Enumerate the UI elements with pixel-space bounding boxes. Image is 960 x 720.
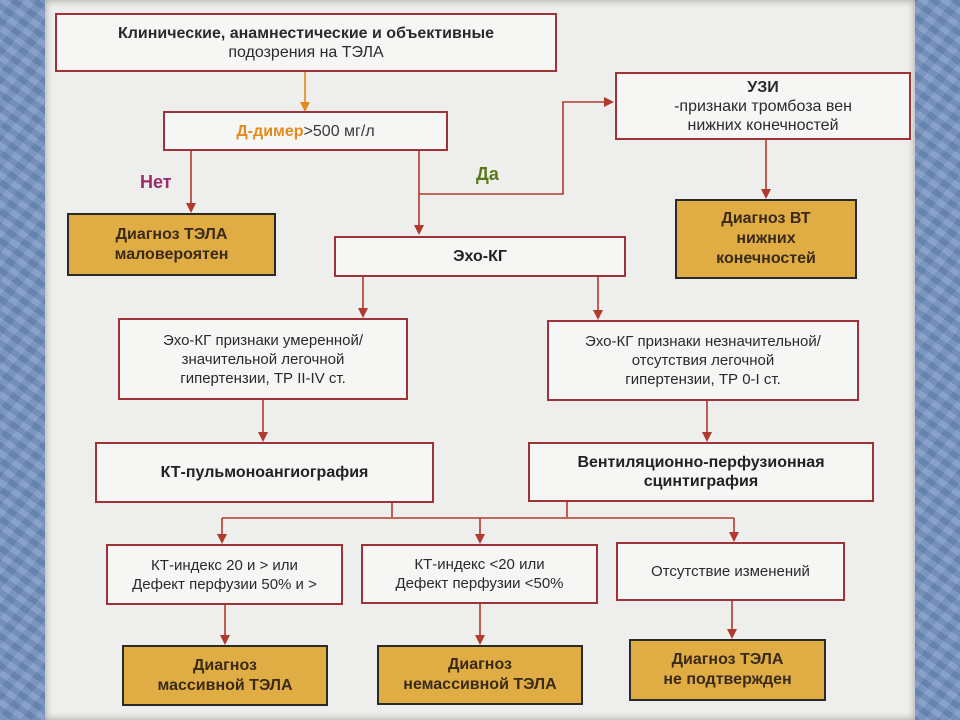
pe-unlikely-line2: маловероятен	[114, 245, 229, 263]
ct-angiography-label: КТ-пульмоноангиография	[160, 464, 369, 481]
ultrasound-label: УЗИ	[747, 78, 779, 96]
result-massive-box: КТ-индекс 20 и > или Дефект перфузии 50%…	[106, 544, 343, 605]
result-massive-line1: КТ-индекс 20 и > или	[151, 556, 298, 574]
ultrasound-box: УЗИ-признаки тромбоза вен нижних конечно…	[615, 72, 911, 140]
arrow-yes-to-usi	[419, 97, 614, 195]
dx-massive-line2: массивной ТЭЛА	[157, 676, 293, 694]
vq-line2: сцинтиграфия	[643, 473, 759, 490]
dx-submassive-box: Диагноз немассивной ТЭЛА	[377, 645, 583, 705]
echo-high-line3: гипертензии, ТР II-IV ст.	[180, 369, 346, 387]
dx-submassive-line1: Диагноз	[448, 656, 512, 673]
pe-unlikely-line1: Диагноз ТЭЛА	[115, 225, 228, 243]
echo-high-pressure-box: Эхо-КГ признаки умеренной/ значительной …	[118, 318, 408, 400]
vq-line1: Вентиляционно-перфузионная	[577, 454, 825, 471]
dvt-line2: нижних	[736, 230, 796, 247]
pe-unlikely-box: Диагноз ТЭЛА маловероятен	[67, 213, 276, 276]
result-submassive-line1: КТ-индекс <20 или	[414, 556, 545, 573]
echo-low-line1: Эхо-КГ признаки незначительной/	[585, 333, 821, 350]
dx-submassive-line2: немассивной ТЭЛА	[403, 676, 557, 693]
clinical-suspicion-box: Клинические, анамнестические и объективн…	[55, 13, 557, 72]
echo-low-pressure-box: Эхо-КГ признаки незначительной/ отсутств…	[547, 320, 859, 401]
echo-high-line2: значительной легочной	[181, 350, 345, 368]
dvt-line3: конечностей	[716, 250, 816, 267]
result-submassive-box: КТ-индекс <20 или Дефект перфузии <50%	[361, 544, 598, 604]
d-dimer-label: Д-димер	[236, 122, 304, 140]
dvt-diagnosis-box: Диагноз ВТ нижних конечностей	[675, 199, 857, 279]
dx-massive-box: Диагноз массивной ТЭЛА	[122, 645, 328, 706]
d-dimer-threshold: >500 мг/л	[303, 122, 375, 140]
echo-label: Эхо-КГ	[453, 248, 507, 265]
yes-branch-label: Да	[476, 164, 499, 184]
echo-low-line3: гипертензии, ТР 0-I ст.	[625, 371, 781, 388]
dx-not-confirmed-line2: не подтвержден	[663, 671, 792, 688]
ultrasound-line1: -признаки тромбоза вен	[674, 97, 852, 115]
result-none-label: Отсутствие изменений	[651, 563, 810, 580]
no-branch-label: Нет	[140, 172, 172, 192]
dx-massive-line1: Диагноз	[193, 656, 257, 674]
clinical-suspicion-line1: Клинические, анамнестические и объективн…	[117, 24, 495, 42]
ct-angiography-box: КТ-пульмоноангиография	[95, 442, 434, 503]
dvt-line1: Диагноз ВТ	[721, 210, 811, 227]
ultrasound-line2: нижних конечностей	[687, 116, 839, 134]
result-massive-line2: Дефект перфузии 50% и >	[132, 575, 317, 593]
echo-box: Эхо-КГ	[334, 236, 626, 277]
clinical-suspicion-line2: подозрения на ТЭЛА	[228, 43, 384, 61]
echo-low-line2: отсутствия легочной	[631, 352, 775, 369]
echo-high-line1: Эхо-КГ признаки умеренной/	[162, 331, 364, 349]
result-none-box: Отсутствие изменений	[616, 542, 845, 601]
vq-scintigraphy-box: Вентиляционно-перфузионная сцинтиграфия	[528, 442, 874, 502]
result-submassive-line2: Дефект перфузии <50%	[395, 575, 564, 592]
dx-not-confirmed-line1: Диагноз ТЭЛА	[671, 651, 784, 668]
d-dimer-box: Д-димер >500 мг/л	[163, 111, 448, 151]
dx-not-confirmed-box: Диагноз ТЭЛА не подтвержден	[629, 639, 826, 701]
